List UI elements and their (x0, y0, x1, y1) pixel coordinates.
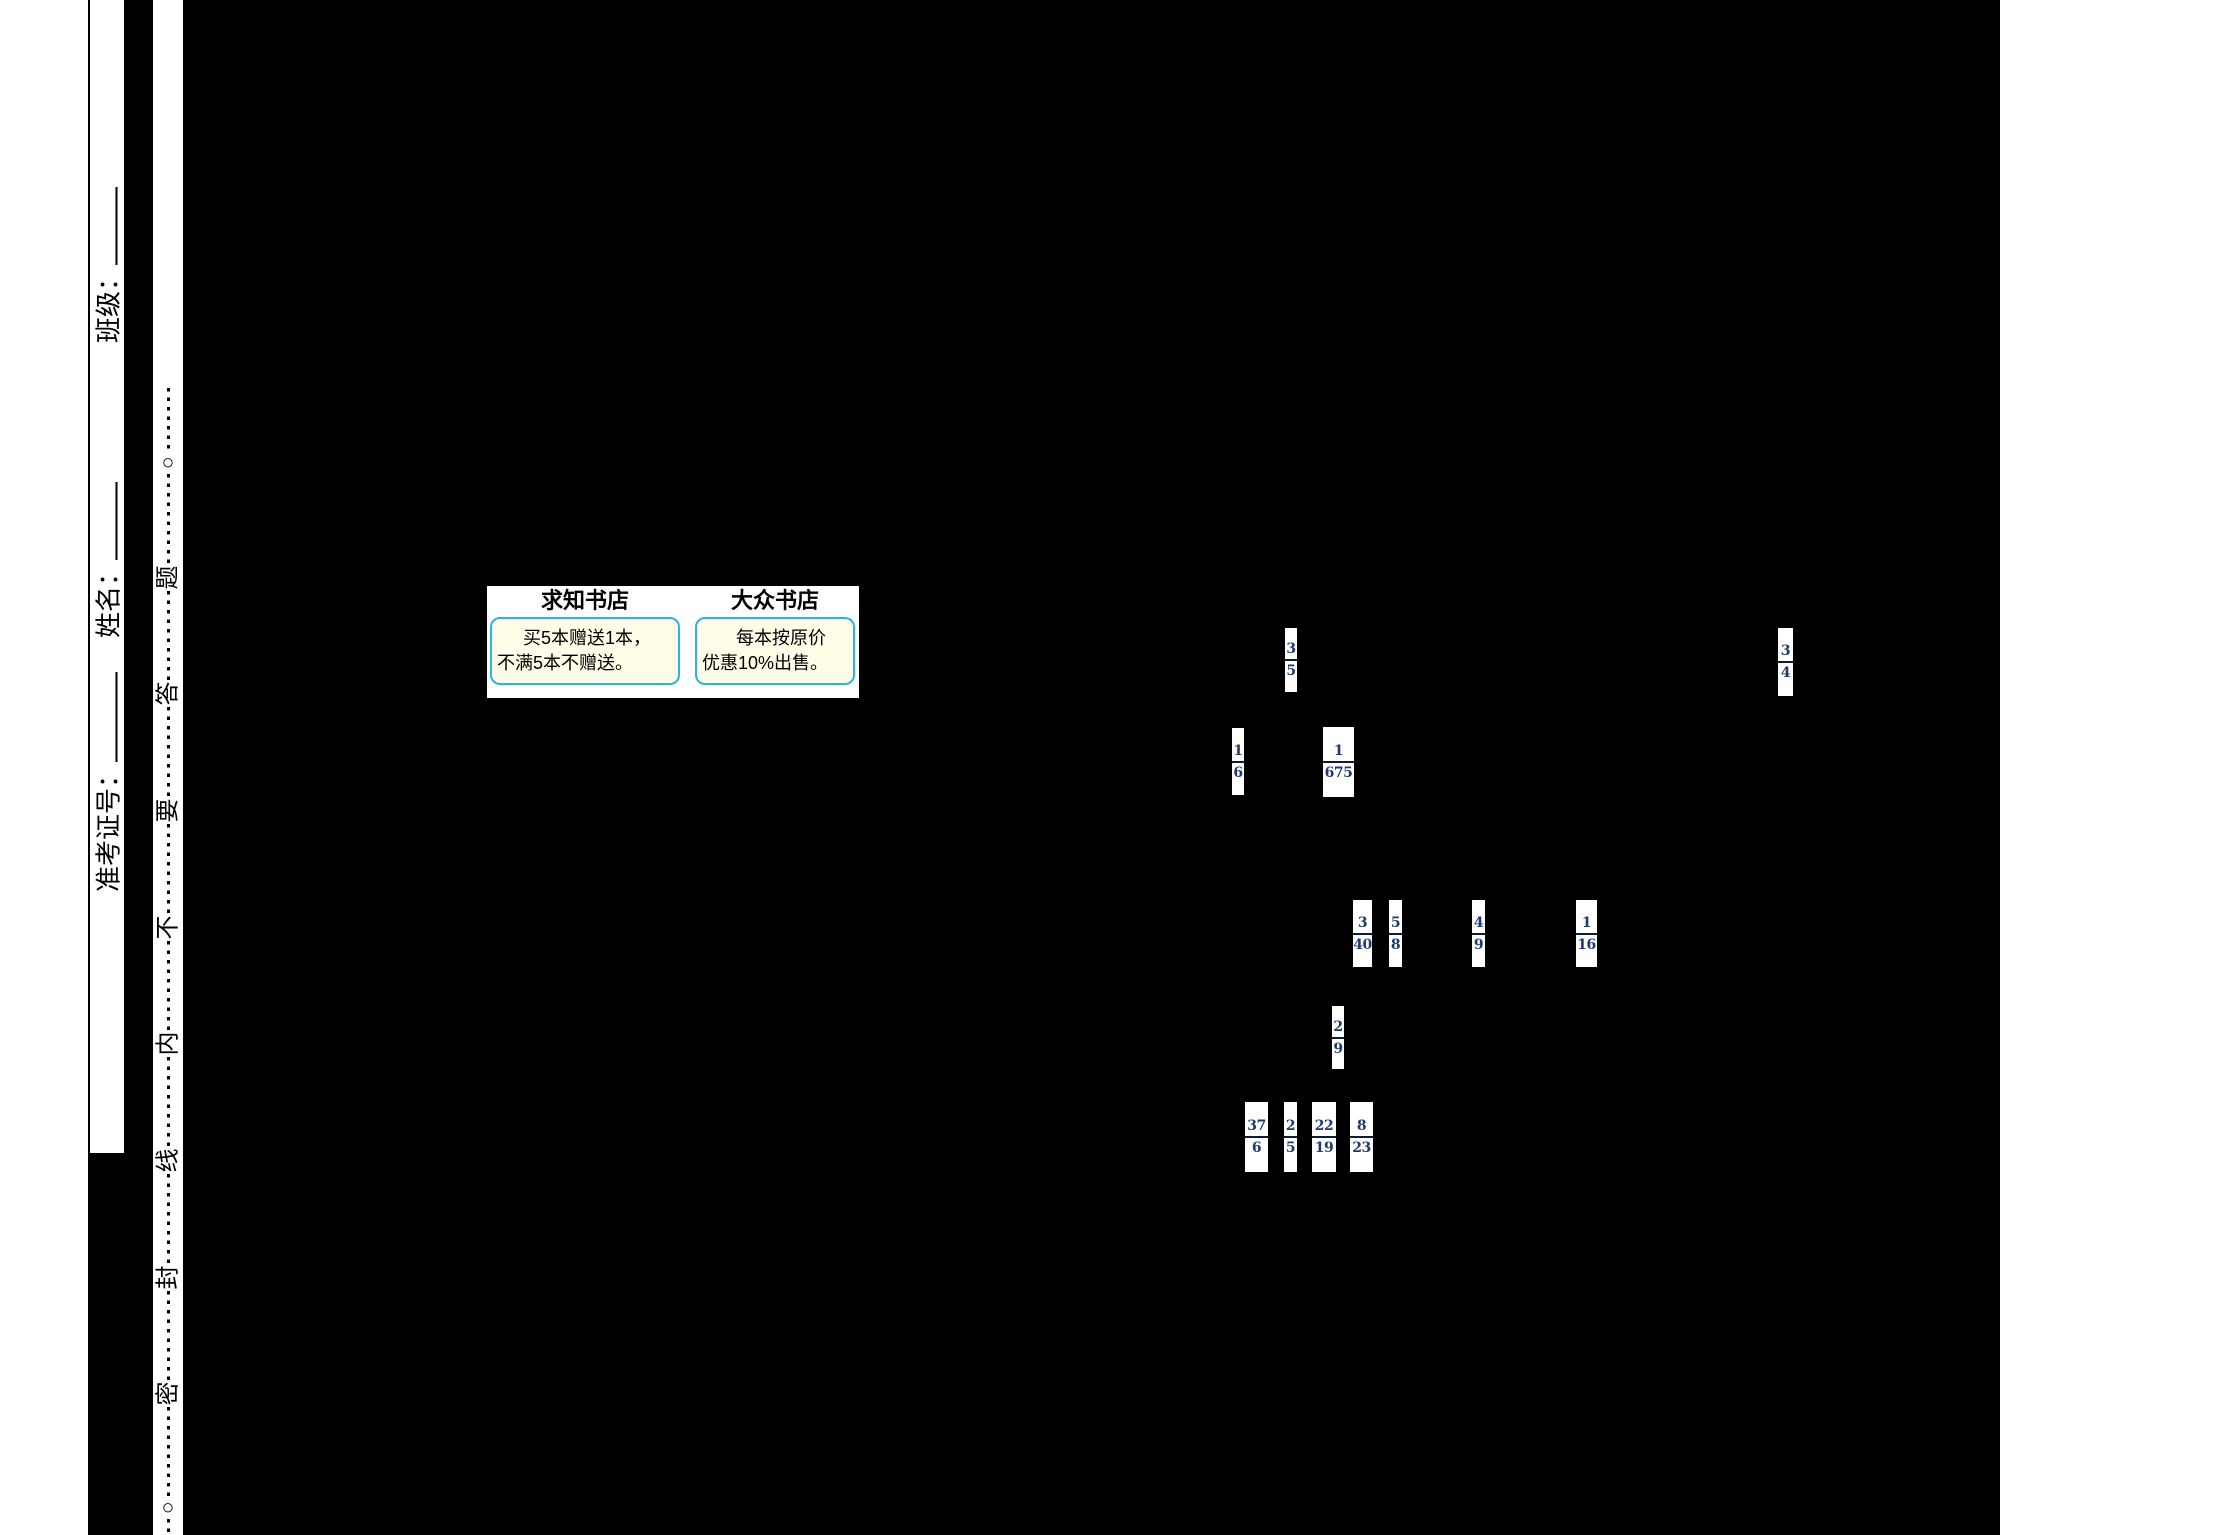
denominator: 5 (1286, 663, 1296, 679)
dotted-line-segment (166, 1290, 170, 1381)
notice-line: 买5本赠送1本， (523, 628, 652, 648)
notice-line: 不满5本不赠送。 (497, 653, 634, 673)
dotted-line-segment (166, 824, 170, 914)
seal-circle-bottom: ○ (161, 1496, 175, 1520)
numerator: 1 (1233, 742, 1243, 759)
notice-line: 优惠10%出售。 (702, 653, 829, 673)
dotted-line-segment (166, 940, 170, 1031)
dotted-line-segment (166, 474, 170, 564)
fraction-bar (1576, 932, 1597, 935)
denominator: 675 (1324, 765, 1353, 781)
seal-char-bu: 不 (154, 915, 182, 940)
denominator: 9 (1333, 1040, 1343, 1057)
seal-char-nei: 内 (154, 1031, 182, 1056)
fraction-bar (1389, 932, 1402, 935)
seal-char-feng: 封 (154, 1265, 182, 1290)
name-label: 姓名： (93, 559, 124, 639)
dotted-line-segment (166, 707, 170, 798)
fraction-bar (1332, 1036, 1344, 1039)
denominator: 5 (1285, 1140, 1296, 1156)
bookstore-qiuzhi: 求知书店 买5本赠送1本， 不满5本不赠送。 (487, 586, 683, 698)
bookstore-qiuzhi-notice: 买5本赠送1本， 不满5本不赠送。 (490, 617, 680, 685)
bookstore-dazhong-title: 大众书店 (730, 588, 819, 613)
student-info-column: 准考证号： 姓名： 班级： (90, 0, 124, 1153)
bookstore-dazhong: 大众书店 每本按原价 优惠10%出售。 (691, 586, 859, 698)
seal-line: ○ 题 答 要 不 内 线 封 密 ○ (153, 388, 183, 1535)
denominator: 6 (1251, 1140, 1262, 1156)
numerator: 8 (1356, 1118, 1367, 1134)
left-margin-strip (0, 0, 88, 1535)
class-field: 班级： (89, 186, 126, 344)
exam-number-blank (111, 671, 118, 762)
class-blank (111, 186, 118, 265)
bookstore-qiuzhi-title: 求知书店 (540, 588, 629, 613)
bookstore-panel: 求知书店 买5本赠送1本， 不满5本不赠送。 大众书店 每本按原价 优惠10%出… (487, 586, 859, 698)
name-field: 姓名： (89, 481, 126, 639)
fraction-bar (1284, 1136, 1297, 1138)
seal-circle-top: ○ (161, 451, 175, 474)
fraction-bar (1245, 1136, 1268, 1138)
numerator: 22 (1314, 1118, 1334, 1134)
notice-line: 每本按原价 (736, 628, 826, 648)
seal-char-yao: 要 (154, 798, 182, 823)
numerator: 37 (1247, 1118, 1266, 1134)
dotted-line-segment (166, 1057, 170, 1148)
fraction-bar (1472, 932, 1485, 935)
numerator: 1 (1333, 743, 1344, 759)
fraction-bar (1312, 1136, 1336, 1138)
fraction-bar (1778, 661, 1793, 663)
dotted-line-segment (166, 1519, 170, 1535)
denominator: 4 (1780, 665, 1791, 681)
numerator: 2 (1285, 1118, 1296, 1134)
fraction-bar (1285, 659, 1297, 661)
numerator: 3 (1357, 914, 1368, 931)
seal-line-column: ○ 题 答 要 不 内 线 封 密 ○ (153, 0, 183, 1535)
right-margin-strip (2000, 0, 2221, 1535)
seal-char-mi: 密 (154, 1381, 182, 1406)
denominator: 16 (1577, 936, 1596, 953)
fraction-bar (1232, 760, 1244, 763)
denominator: 19 (1314, 1140, 1334, 1156)
denominator: 6 (1233, 764, 1243, 781)
numerator: 4 (1473, 914, 1484, 931)
exam-number-label: 准考证号： (93, 761, 124, 893)
seal-char-ti: 题 (154, 565, 182, 590)
exam-number-field: 准考证号： (89, 671, 126, 893)
denominator: 40 (1353, 936, 1372, 953)
denominator: 9 (1473, 936, 1484, 953)
bookstore-dazhong-notice: 每本按原价 优惠10%出售。 (695, 617, 855, 685)
numerator: 3 (1286, 641, 1296, 657)
dotted-line-segment (166, 1407, 170, 1498)
fraction-bar (1353, 932, 1372, 935)
numerator: 2 (1333, 1018, 1343, 1035)
dotted-line-segment (166, 1174, 170, 1264)
seal-char-xian: 线 (154, 1148, 182, 1173)
dotted-line-segment (166, 388, 170, 452)
numerator: 5 (1390, 914, 1401, 931)
numerator: 3 (1780, 643, 1791, 659)
denominator: 8 (1390, 936, 1401, 953)
numerator: 1 (1581, 914, 1592, 931)
seal-divider-line (88, 0, 90, 1153)
fraction-bar (1350, 1136, 1373, 1138)
denominator: 23 (1352, 1140, 1371, 1156)
fraction-bar (1323, 761, 1354, 763)
dotted-line-segment (166, 590, 170, 681)
class-label: 班级： (93, 264, 124, 344)
name-blank (111, 481, 118, 560)
seal-char-da: 答 (154, 681, 182, 706)
